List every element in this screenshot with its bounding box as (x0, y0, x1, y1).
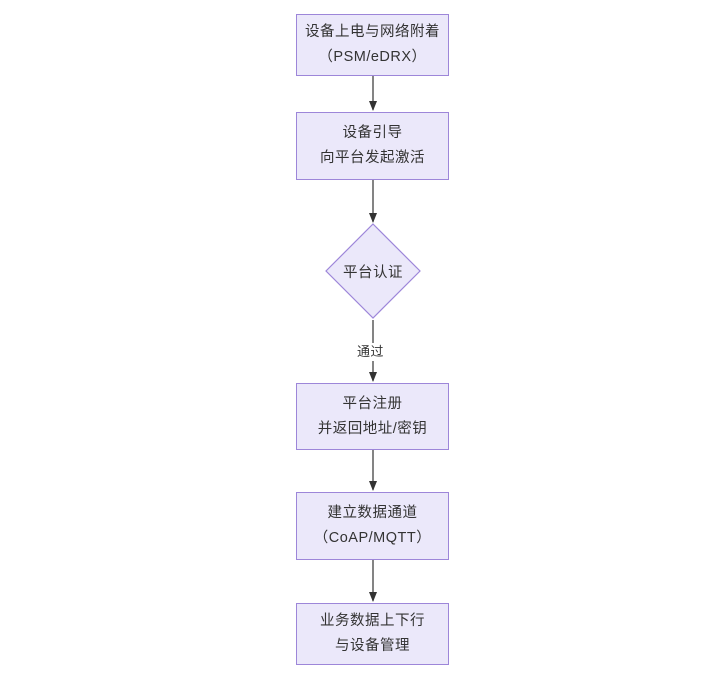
node-platform-register-line2: 并返回地址/密钥 (317, 420, 428, 437)
node-data-channel-line2: （CoAP/MQTT） (313, 530, 432, 546)
node-data-channel-line1: 建立数据通道 (327, 505, 418, 521)
node-platform-register[interactable]: 平台注册 并返回地址/密钥 (296, 383, 449, 450)
diamond-shape (325, 223, 421, 319)
node-business-data-line2: 与设备管理 (335, 638, 410, 654)
edge-label-pass: 通过 (355, 343, 387, 361)
node-device-bootstrap-line1: 设备引导 (342, 125, 403, 141)
node-business-data-line1: 业务数据上下行 (320, 613, 425, 629)
node-device-power-on-line2: （PSM/eDRX） (318, 49, 427, 65)
node-data-channel[interactable]: 建立数据通道 （CoAP/MQTT） (296, 492, 449, 560)
node-device-bootstrap[interactable]: 设备引导 向平台发起激活 (296, 112, 449, 180)
node-device-bootstrap-line2: 向平台发起激活 (320, 150, 425, 166)
node-device-power-on[interactable]: 设备上电与网络附着 （PSM/eDRX） (296, 14, 449, 76)
node-business-data[interactable]: 业务数据上下行 与设备管理 (296, 603, 449, 665)
node-device-power-on-line1: 设备上电与网络附着 (305, 24, 440, 40)
node-platform-register-line1: 平台注册 (342, 395, 403, 412)
node-platform-auth-decision[interactable]: 平台认证 (325, 223, 421, 319)
node-platform-auth-label: 平台认证 (343, 264, 403, 281)
